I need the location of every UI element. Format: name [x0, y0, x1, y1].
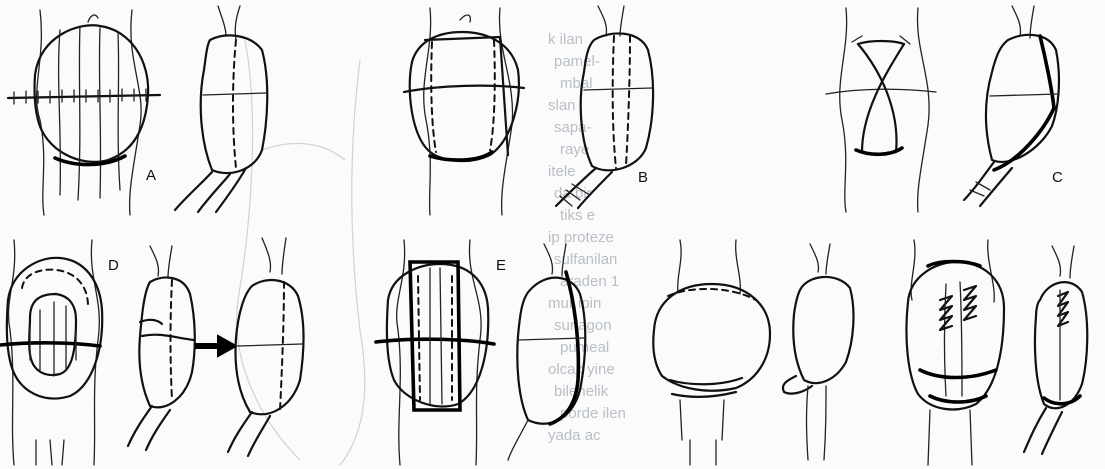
bleed-through-line: pamel- — [554, 53, 600, 70]
label-b: B — [638, 169, 648, 186]
figure-f-front-view — [653, 240, 770, 465]
figure-g-front-view — [906, 240, 1004, 465]
figure-b-front-view — [404, 8, 524, 215]
label-e: E — [496, 257, 506, 274]
label-c: C — [1052, 169, 1063, 186]
bleed-through-line: slan — [548, 97, 576, 114]
figure-d-front-view — [0, 240, 102, 465]
figure-g-side-view — [1024, 246, 1087, 454]
label-d: D — [108, 257, 119, 274]
bleed-through-line: ip proteze — [548, 229, 614, 246]
figure-a-front-view — [8, 10, 160, 215]
figure-e-front-view — [376, 240, 494, 465]
bleed-through-figure — [237, 40, 365, 465]
figure-d-side-view-before — [128, 246, 195, 450]
figure-f-side-view — [783, 244, 854, 460]
bleed-through-line: sunagon — [554, 317, 612, 334]
figure-a-side-view — [175, 6, 267, 212]
bleed-through-line: olcak yine — [548, 361, 615, 378]
arrow-right-icon — [196, 336, 236, 356]
figure-c-side-view — [964, 6, 1059, 206]
bleed-through-line: tiks e — [560, 207, 595, 224]
bleed-through-line: yada ac — [548, 427, 601, 444]
label-a: A — [146, 167, 156, 184]
bleed-through-line: k ilan — [548, 31, 583, 48]
bleed-through-line: sapa- — [554, 119, 592, 136]
figure-c-front-view — [826, 8, 936, 212]
bleed-through-line: itele — [548, 163, 576, 180]
